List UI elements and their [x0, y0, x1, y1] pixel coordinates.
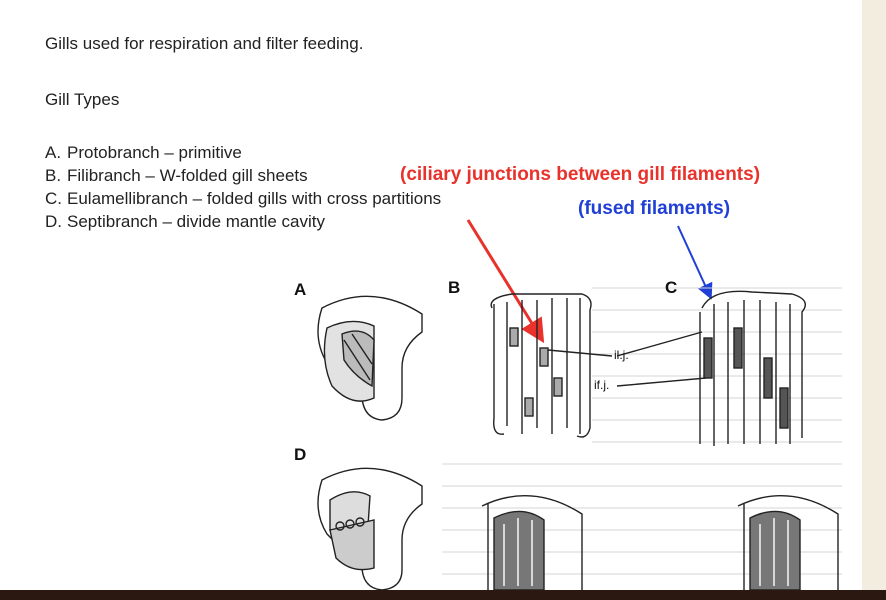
bottom-bar: [0, 590, 886, 600]
gill-type-letter: B.: [45, 166, 62, 185]
ciliary-arrow: [466, 219, 545, 344]
gill-type-text: Filibranch – W-folded gill sheets: [67, 166, 308, 185]
slide: Gills used for respiration and filter fe…: [45, 34, 850, 590]
gill-diagram: [317, 287, 842, 590]
gill-type-text: Eulamellibranch – folded gills with cros…: [67, 189, 442, 208]
diagram-a: [317, 295, 423, 421]
right-sidebar: [862, 0, 886, 590]
diagram-d: [317, 467, 423, 590]
gill-type-item-a: A. Protobranch – primitive: [45, 143, 242, 163]
gill-type-item-d: D. Septibranch – divide mantle cavity: [45, 212, 325, 232]
figure-label-d: D: [294, 445, 307, 464]
diagram-lower-b: [481, 495, 583, 590]
diagram-lower-c: [737, 495, 839, 590]
ilj-label: il.j.: [614, 348, 629, 362]
figure-label-c: C: [665, 278, 678, 297]
diagram-c: [616, 290, 806, 446]
figure-label-b: B: [448, 278, 461, 297]
ciliary-junction-annotation: (ciliary junctions between gill filament…: [400, 164, 761, 185]
gill-type-item-c: C. Eulamellibranch – folded gills with cr…: [45, 189, 441, 209]
figure-label-a: A: [294, 280, 307, 299]
gill-type-text: Septibranch – divide mantle cavity: [67, 212, 325, 231]
gill-type-letter: D.: [45, 212, 62, 231]
gill-type-letter: C.: [45, 189, 62, 208]
gill-diagram-figure: A B C D il.j. if.j.: [282, 268, 850, 590]
fused-filaments-annotation: (fused filaments): [578, 198, 731, 219]
gill-type-letter: A.: [45, 143, 62, 162]
section-heading: Gill Types: [45, 90, 120, 109]
fused-arrow: [677, 225, 713, 300]
intro-text: Gills used for respiration and filter fe…: [45, 34, 364, 53]
ifj-label: if.j.: [594, 378, 610, 392]
diagram-b: [490, 293, 613, 438]
annotation-arrows: [466, 219, 713, 344]
gill-type-text: Protobranch – primitive: [67, 143, 242, 162]
gill-type-item-b: B. Filibranch – W-folded gill sheets: [45, 166, 308, 186]
